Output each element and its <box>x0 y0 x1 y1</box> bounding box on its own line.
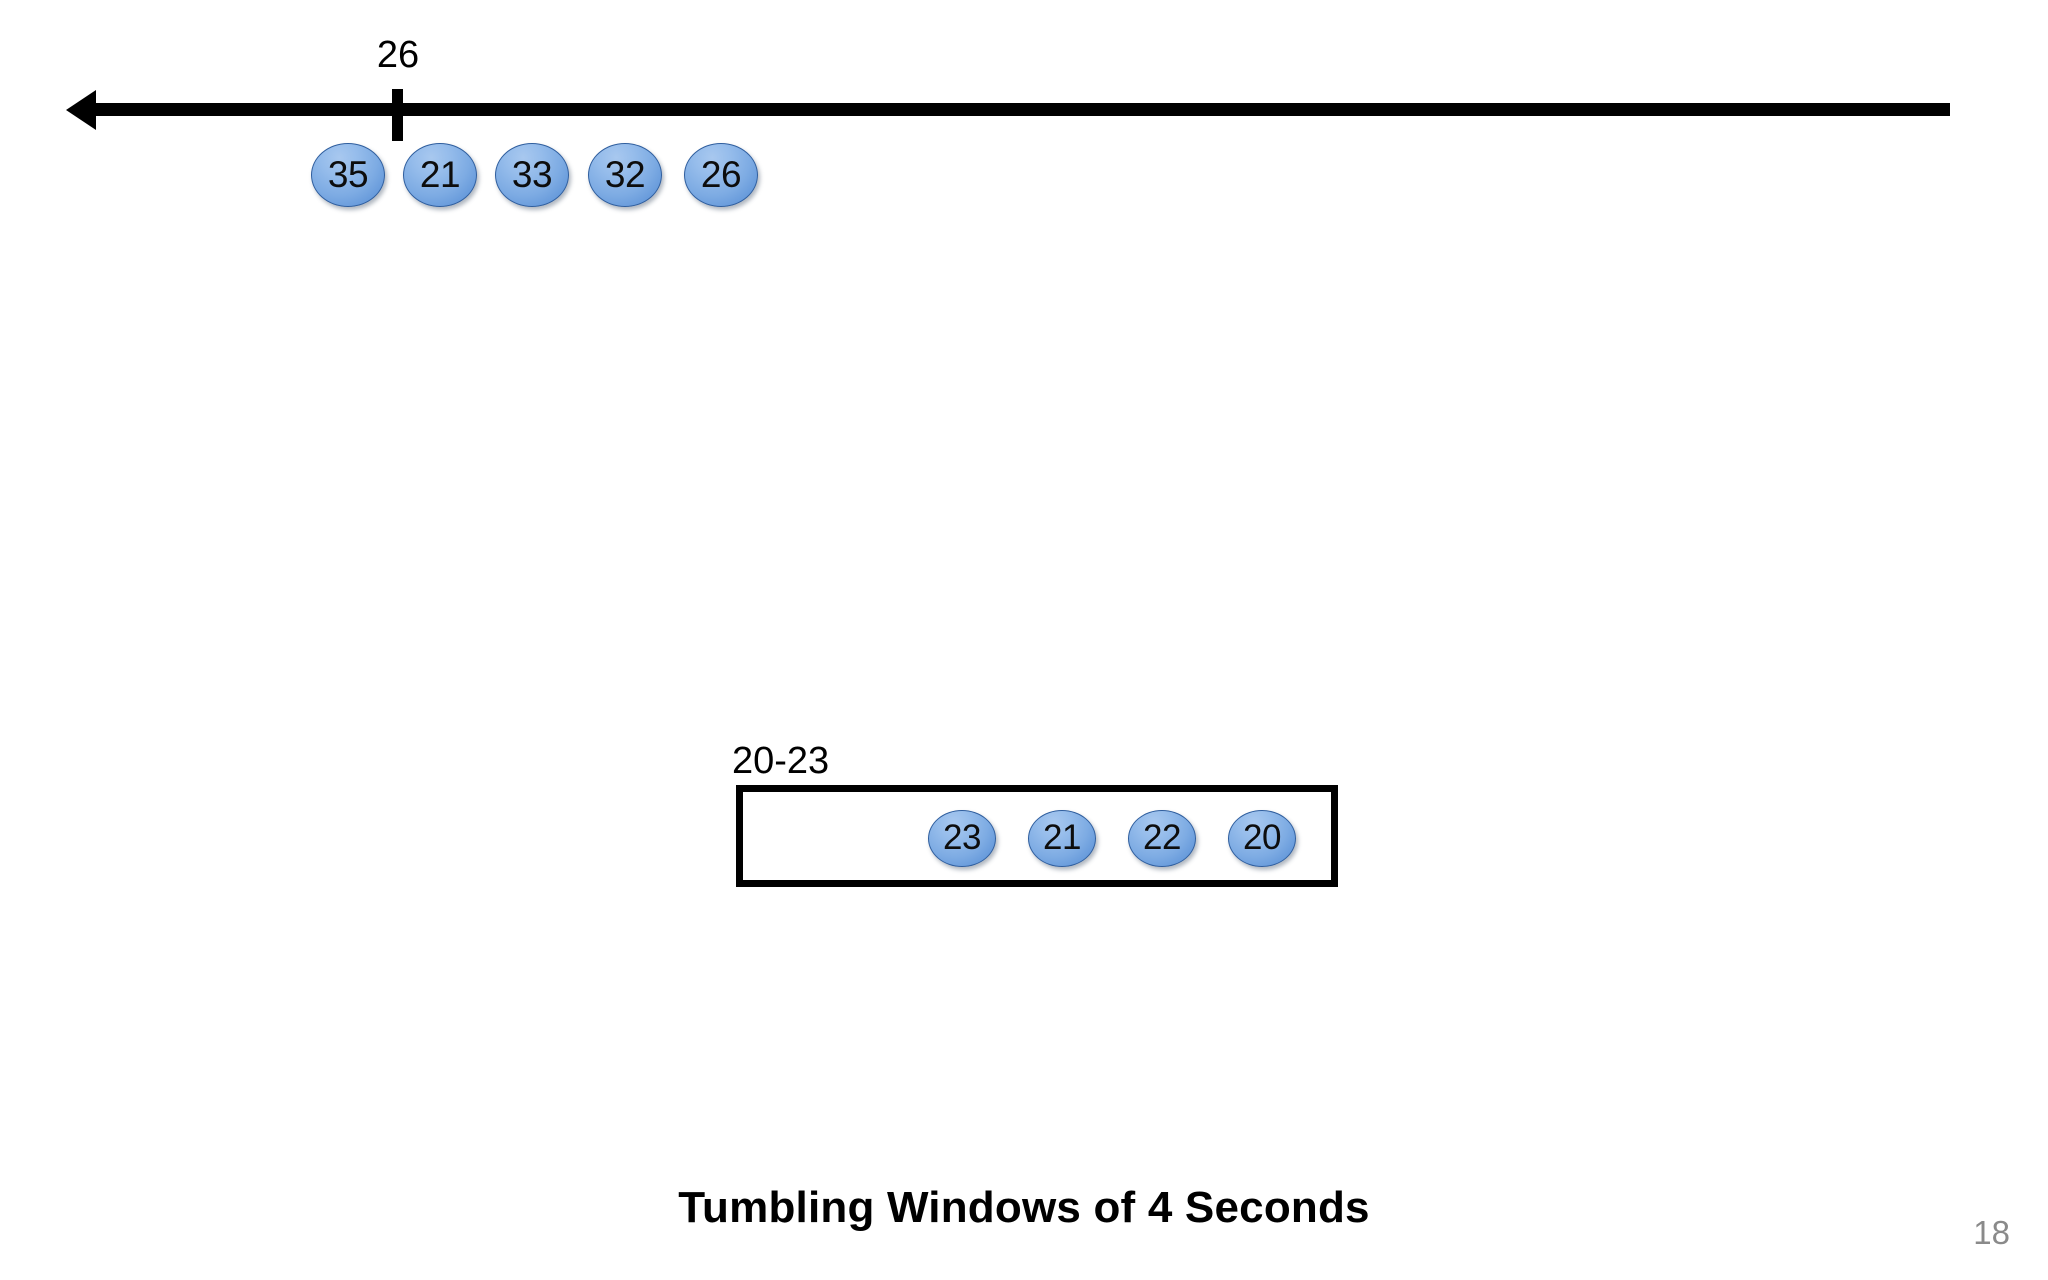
window-event-label: 21 <box>1043 818 1081 857</box>
stream-event-bubble[interactable]: 21 <box>403 143 477 207</box>
window-event-bubble[interactable]: 20 <box>1228 810 1296 867</box>
window-event-bubble[interactable]: 22 <box>1128 810 1196 867</box>
stream-event-bubble[interactable]: 33 <box>495 143 569 207</box>
window-event-bubble[interactable]: 21 <box>1028 810 1096 867</box>
axis-arrow-left-icon <box>66 90 96 130</box>
axis-line <box>93 103 1950 116</box>
stream-event-label: 35 <box>327 153 369 195</box>
stream-event-label: 32 <box>604 153 646 195</box>
stream-event-label: 26 <box>700 153 742 195</box>
axis-tick-label: 26 <box>376 34 420 76</box>
axis-tick-mark <box>392 89 403 141</box>
timeline-group: 26 35 21 33 32 26 <box>0 0 2048 230</box>
stream-event-bubble[interactable]: 35 <box>311 143 385 207</box>
stream-event-label: 33 <box>511 153 553 195</box>
window-event-label: 20 <box>1243 818 1281 857</box>
window-event-label: 23 <box>943 818 981 857</box>
slide-title: Tumbling Windows of 4 Seconds <box>678 1183 1370 1232</box>
window-event-bubble[interactable]: 23 <box>928 810 996 867</box>
slide-page-number: 18 <box>1973 1214 2010 1251</box>
window-range-label: 20-23 <box>732 740 830 782</box>
window-event-label: 22 <box>1143 818 1181 857</box>
stream-event-bubble[interactable]: 32 <box>588 143 662 207</box>
stream-event-bubble[interactable]: 26 <box>684 143 758 207</box>
stream-event-label: 21 <box>419 153 461 195</box>
